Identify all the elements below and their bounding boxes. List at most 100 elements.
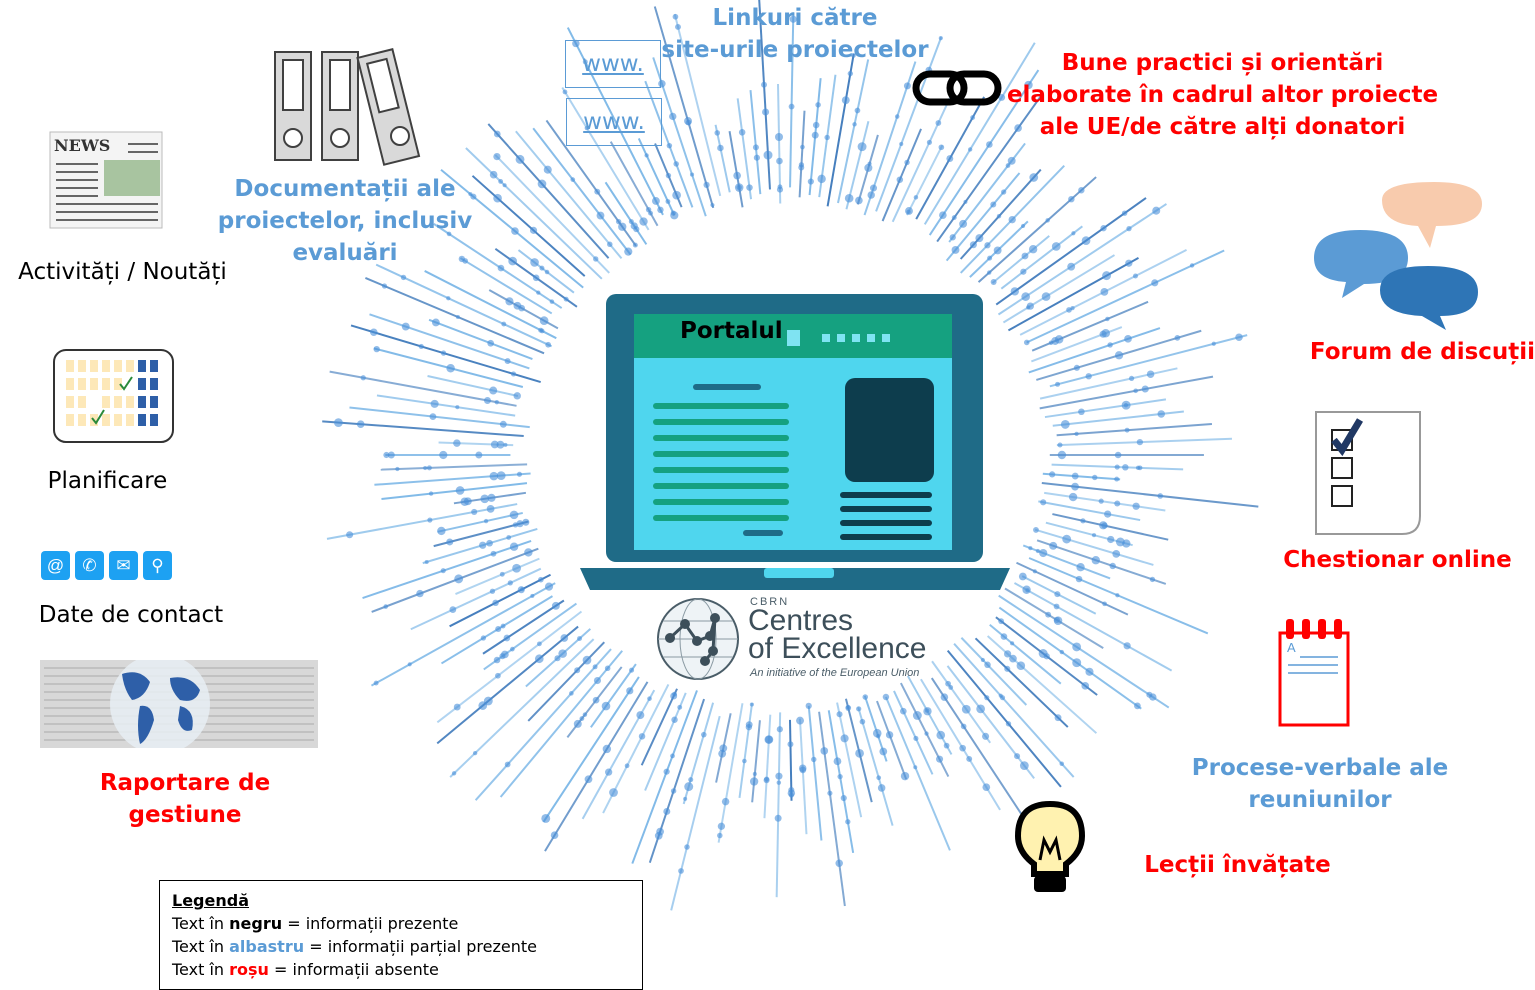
phone-icon: ✆ [75,551,104,580]
burst-dot [666,142,673,149]
burst-ray [728,131,744,208]
burst-dot [998,618,1005,625]
burst-dot [775,772,783,780]
burst-dot [1059,649,1065,655]
planning-calendar-icon [53,349,174,443]
burst-ray [1052,513,1169,541]
burst-dot [1132,502,1140,510]
burst-ray [857,706,894,826]
world-map-newspaper-icon [40,660,318,748]
burst-dot [577,636,583,642]
burst-dot [657,206,664,214]
burst-dot [1151,279,1159,287]
burst-dot [1024,80,1033,90]
burst-dot [800,144,805,150]
burst-dot [824,134,830,141]
burst-dot [1071,472,1079,480]
burst-ray [494,154,610,274]
burst-dot [387,451,395,459]
burst-ray [714,124,731,193]
burst-dot [935,120,942,126]
burst-dot [605,768,613,776]
burst-dot [1014,753,1021,760]
burst-dot [742,758,747,764]
burst-dot [1101,328,1111,338]
burst-dot [788,786,795,794]
location-pin-icon: ⚲ [143,551,172,580]
burst-dot [478,701,488,710]
burst-dot [582,655,592,665]
burst-dot [789,15,797,23]
burst-dot [811,756,817,763]
burst-dot [938,36,943,41]
burst-dot [844,193,854,203]
burst-dot [1100,225,1107,232]
burst-dot [701,731,707,738]
burst-dot [990,279,997,285]
burst-dot [618,222,627,231]
burst-dot [407,662,412,667]
burst-dot [505,297,514,306]
legend-row-partial: Text în albastru = informații parțial pr… [172,937,537,956]
burst-ray [581,689,656,820]
burst-dot [424,559,429,564]
burst-dot [539,265,545,271]
laptop-illustration [580,294,1010,590]
burst-dot [400,274,407,281]
burst-dot [717,822,726,830]
links-label: Linkuri către site-urile proiectelor [640,2,950,66]
burst-dot [636,711,645,720]
burst-dot [570,177,576,182]
burst-ray [1013,582,1173,672]
burst-dot [946,155,954,163]
burst-dot [1211,341,1216,346]
burst-ray [777,83,782,204]
burst-dot [851,53,856,58]
burst-dot [1081,682,1090,690]
burst-dot [718,749,727,758]
burst-dot [1141,385,1149,393]
burst-dot [677,704,683,710]
burst-dot [437,526,446,536]
burst-dot [530,258,539,267]
burst-dot [913,735,919,741]
burst-ray [798,718,808,835]
burst-dot [945,680,951,687]
documentation-label: Documentații ale proiectelor, inclusiv e… [215,173,475,270]
burst-ray [1038,500,1141,522]
burst-dot [507,580,513,586]
burst-dot [879,747,888,756]
burst-dot [431,318,440,327]
mail-icon: ✉ [109,551,138,580]
best-practices-line1: Bune practici și orientări [1061,50,1384,76]
burst-ray [449,573,551,628]
burst-dot [857,142,867,152]
burst-dot [864,163,873,172]
www-text-2: www. [583,109,645,135]
burst-dot [982,783,991,792]
burst-dot [862,694,869,700]
burst-dot [943,742,950,749]
notepad-letter: A [1287,640,1296,655]
burst-dot [1092,474,1098,481]
burst-dot [684,782,694,792]
burst-dot [584,775,593,784]
burst-dot [1021,292,1030,301]
burst-dot [592,664,598,670]
burst-dot [537,641,542,647]
burst-dot [446,364,455,373]
burst-dot [1104,510,1112,518]
burst-ray [640,688,678,766]
burst-dot [1133,388,1138,394]
burst-dot [752,144,759,151]
burst-dot [594,188,601,195]
legend-row-absent: Text în roșu = informații absente [172,960,439,979]
burst-dot [913,195,919,200]
burst-dot [913,765,918,770]
burst-ray [989,623,1062,685]
minutes-label: Procese-verbale ale reuniunilor [1185,752,1455,816]
burst-dot [856,706,862,712]
burst-ray [930,677,1029,824]
burst-ray [977,176,1097,283]
burst-dot [1121,400,1131,410]
